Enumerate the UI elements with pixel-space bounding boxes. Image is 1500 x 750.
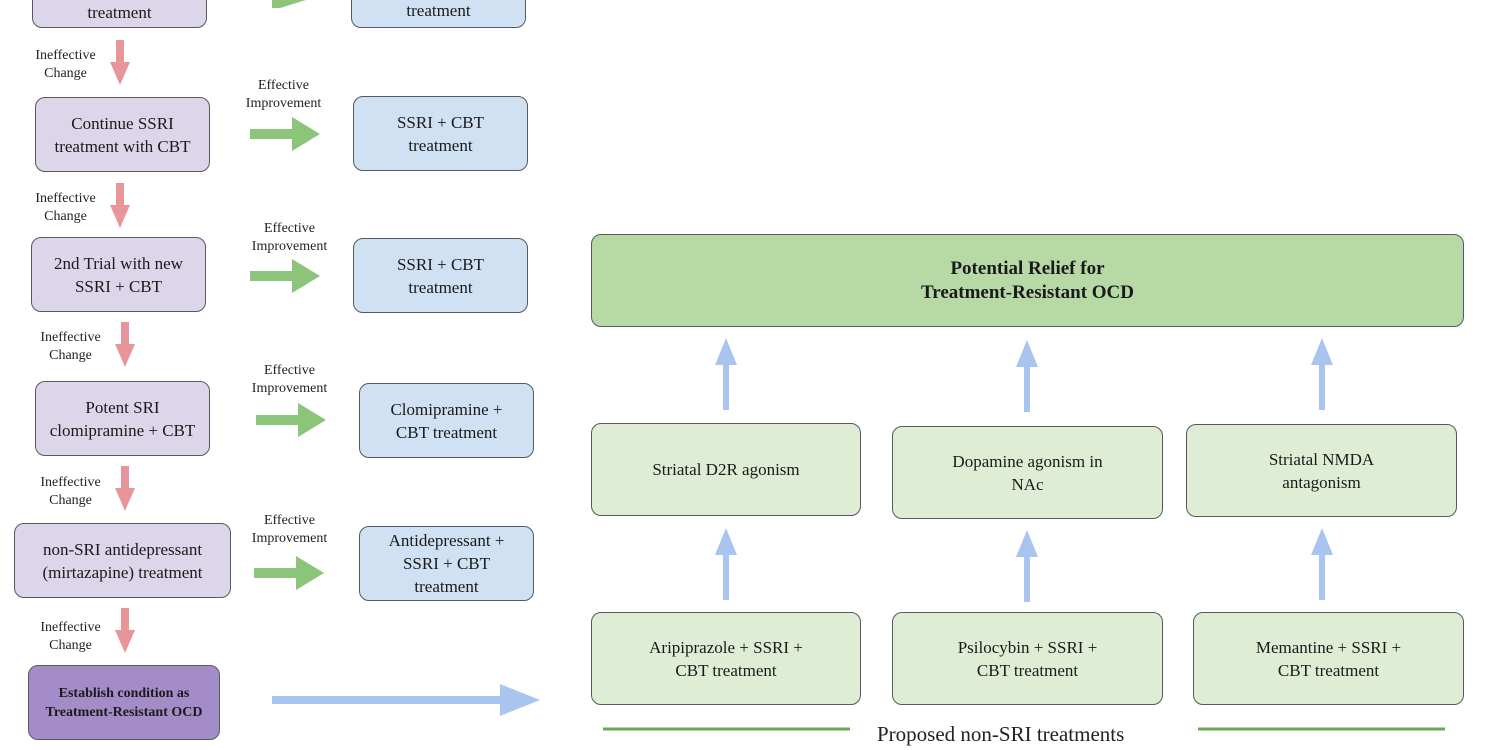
outcome-text: treatment <box>406 1 471 20</box>
effective-arrow <box>250 117 320 151</box>
step-box: 2nd Trial with new SSRI + CBT <box>31 237 206 312</box>
mechanism-text: Striatal D2R agonism <box>652 460 800 479</box>
step-text: non-SRI antidepressant (mirtazapine) tre… <box>42 539 203 582</box>
effective-label: Effective Improvement <box>251 513 328 546</box>
effective-label: Effective Improvement <box>245 78 322 111</box>
ineffective-arrow <box>110 40 130 85</box>
treatment-box: Psilocybin + SSRI + CBT treatment <box>892 612 1163 705</box>
mechanism-box: Striatal NMDA antagonism <box>1186 424 1457 517</box>
treatment-text: Psilocybin + SSRI + CBT treatment <box>957 637 1098 680</box>
ineffective-label: Ineffective Change <box>35 191 96 224</box>
up-arrow <box>1311 338 1333 410</box>
effective-arrow <box>272 0 306 8</box>
goal-box: Potential Relief for Treatment-Resistant… <box>591 234 1464 327</box>
step-box-initial: treatment <box>32 0 207 28</box>
up-arrow <box>1016 530 1038 602</box>
treatment-text: Memantine + SSRI + CBT treatment <box>1255 637 1402 680</box>
ineffective-label: Ineffective Change <box>40 330 101 363</box>
final-step-box: Establish condition as Treatment-Resista… <box>28 665 220 740</box>
step-text: treatment <box>87 3 152 22</box>
up-arrow <box>715 528 737 600</box>
step-box: Continue SSRI treatment with CBT <box>35 97 210 172</box>
ineffective-label: Ineffective Change <box>35 48 96 81</box>
outcome-box-initial: treatment <box>351 0 526 28</box>
ineffective-arrow <box>115 322 135 367</box>
up-arrow <box>1016 340 1038 412</box>
ineffective-arrow <box>110 183 130 228</box>
ineffective-arrow <box>115 466 135 511</box>
outcome-text: SSRI + CBT treatment <box>396 112 485 155</box>
mechanism-box: Striatal D2R agonism <box>591 423 861 516</box>
mechanism-text: Striatal NMDA antagonism <box>1268 449 1375 492</box>
treatment-box: Memantine + SSRI + CBT treatment <box>1193 612 1464 705</box>
up-arrow <box>715 338 737 410</box>
treatment-text: Aripiprazole + SSRI + CBT treatment <box>649 637 803 680</box>
outcome-box: Antidepressant + SSRI + CBT treatment <box>359 526 534 601</box>
final-step-text: Establish condition as Treatment-Resista… <box>45 685 203 720</box>
panel-caption: Proposed non-SRI treatments <box>877 722 1125 746</box>
effective-arrow <box>256 403 326 437</box>
effective-arrow <box>254 556 324 590</box>
effective-label: Effective Improvement <box>251 363 328 396</box>
step-box: non-SRI antidepressant (mirtazapine) tre… <box>14 523 231 598</box>
effective-label: Effective Improvement <box>251 221 328 254</box>
outcome-text: Antidepressant + SSRI + CBT treatment <box>388 531 505 596</box>
outcome-box: SSRI + CBT treatment <box>353 96 528 171</box>
effective-arrow <box>250 259 320 293</box>
outcome-text: SSRI + CBT treatment <box>396 254 485 297</box>
step-text: 2nd Trial with new SSRI + CBT <box>54 253 183 296</box>
up-arrow <box>1311 528 1333 600</box>
mechanism-text: Dopamine agonism in NAc <box>952 451 1103 494</box>
flow-arrow <box>272 684 540 716</box>
step-text: Continue SSRI treatment with CBT <box>54 113 191 156</box>
outcome-box: Clomipramine + CBT treatment <box>359 383 534 458</box>
ineffective-label: Ineffective Change <box>40 475 101 508</box>
goal-text: Potential Relief for Treatment-Resistant… <box>920 257 1134 303</box>
mechanism-box: Dopamine agonism in NAc <box>892 426 1163 519</box>
outcome-box: SSRI + CBT treatment <box>353 238 528 313</box>
ineffective-label: Ineffective Change <box>40 620 101 653</box>
ineffective-arrow <box>115 608 135 653</box>
outcome-text: Clomipramine + CBT treatment <box>390 399 503 442</box>
treatment-box: Aripiprazole + SSRI + CBT treatment <box>591 612 861 705</box>
step-text: Potent SRI clomipramine + CBT <box>49 397 196 440</box>
step-box: Potent SRI clomipramine + CBT <box>35 381 210 456</box>
